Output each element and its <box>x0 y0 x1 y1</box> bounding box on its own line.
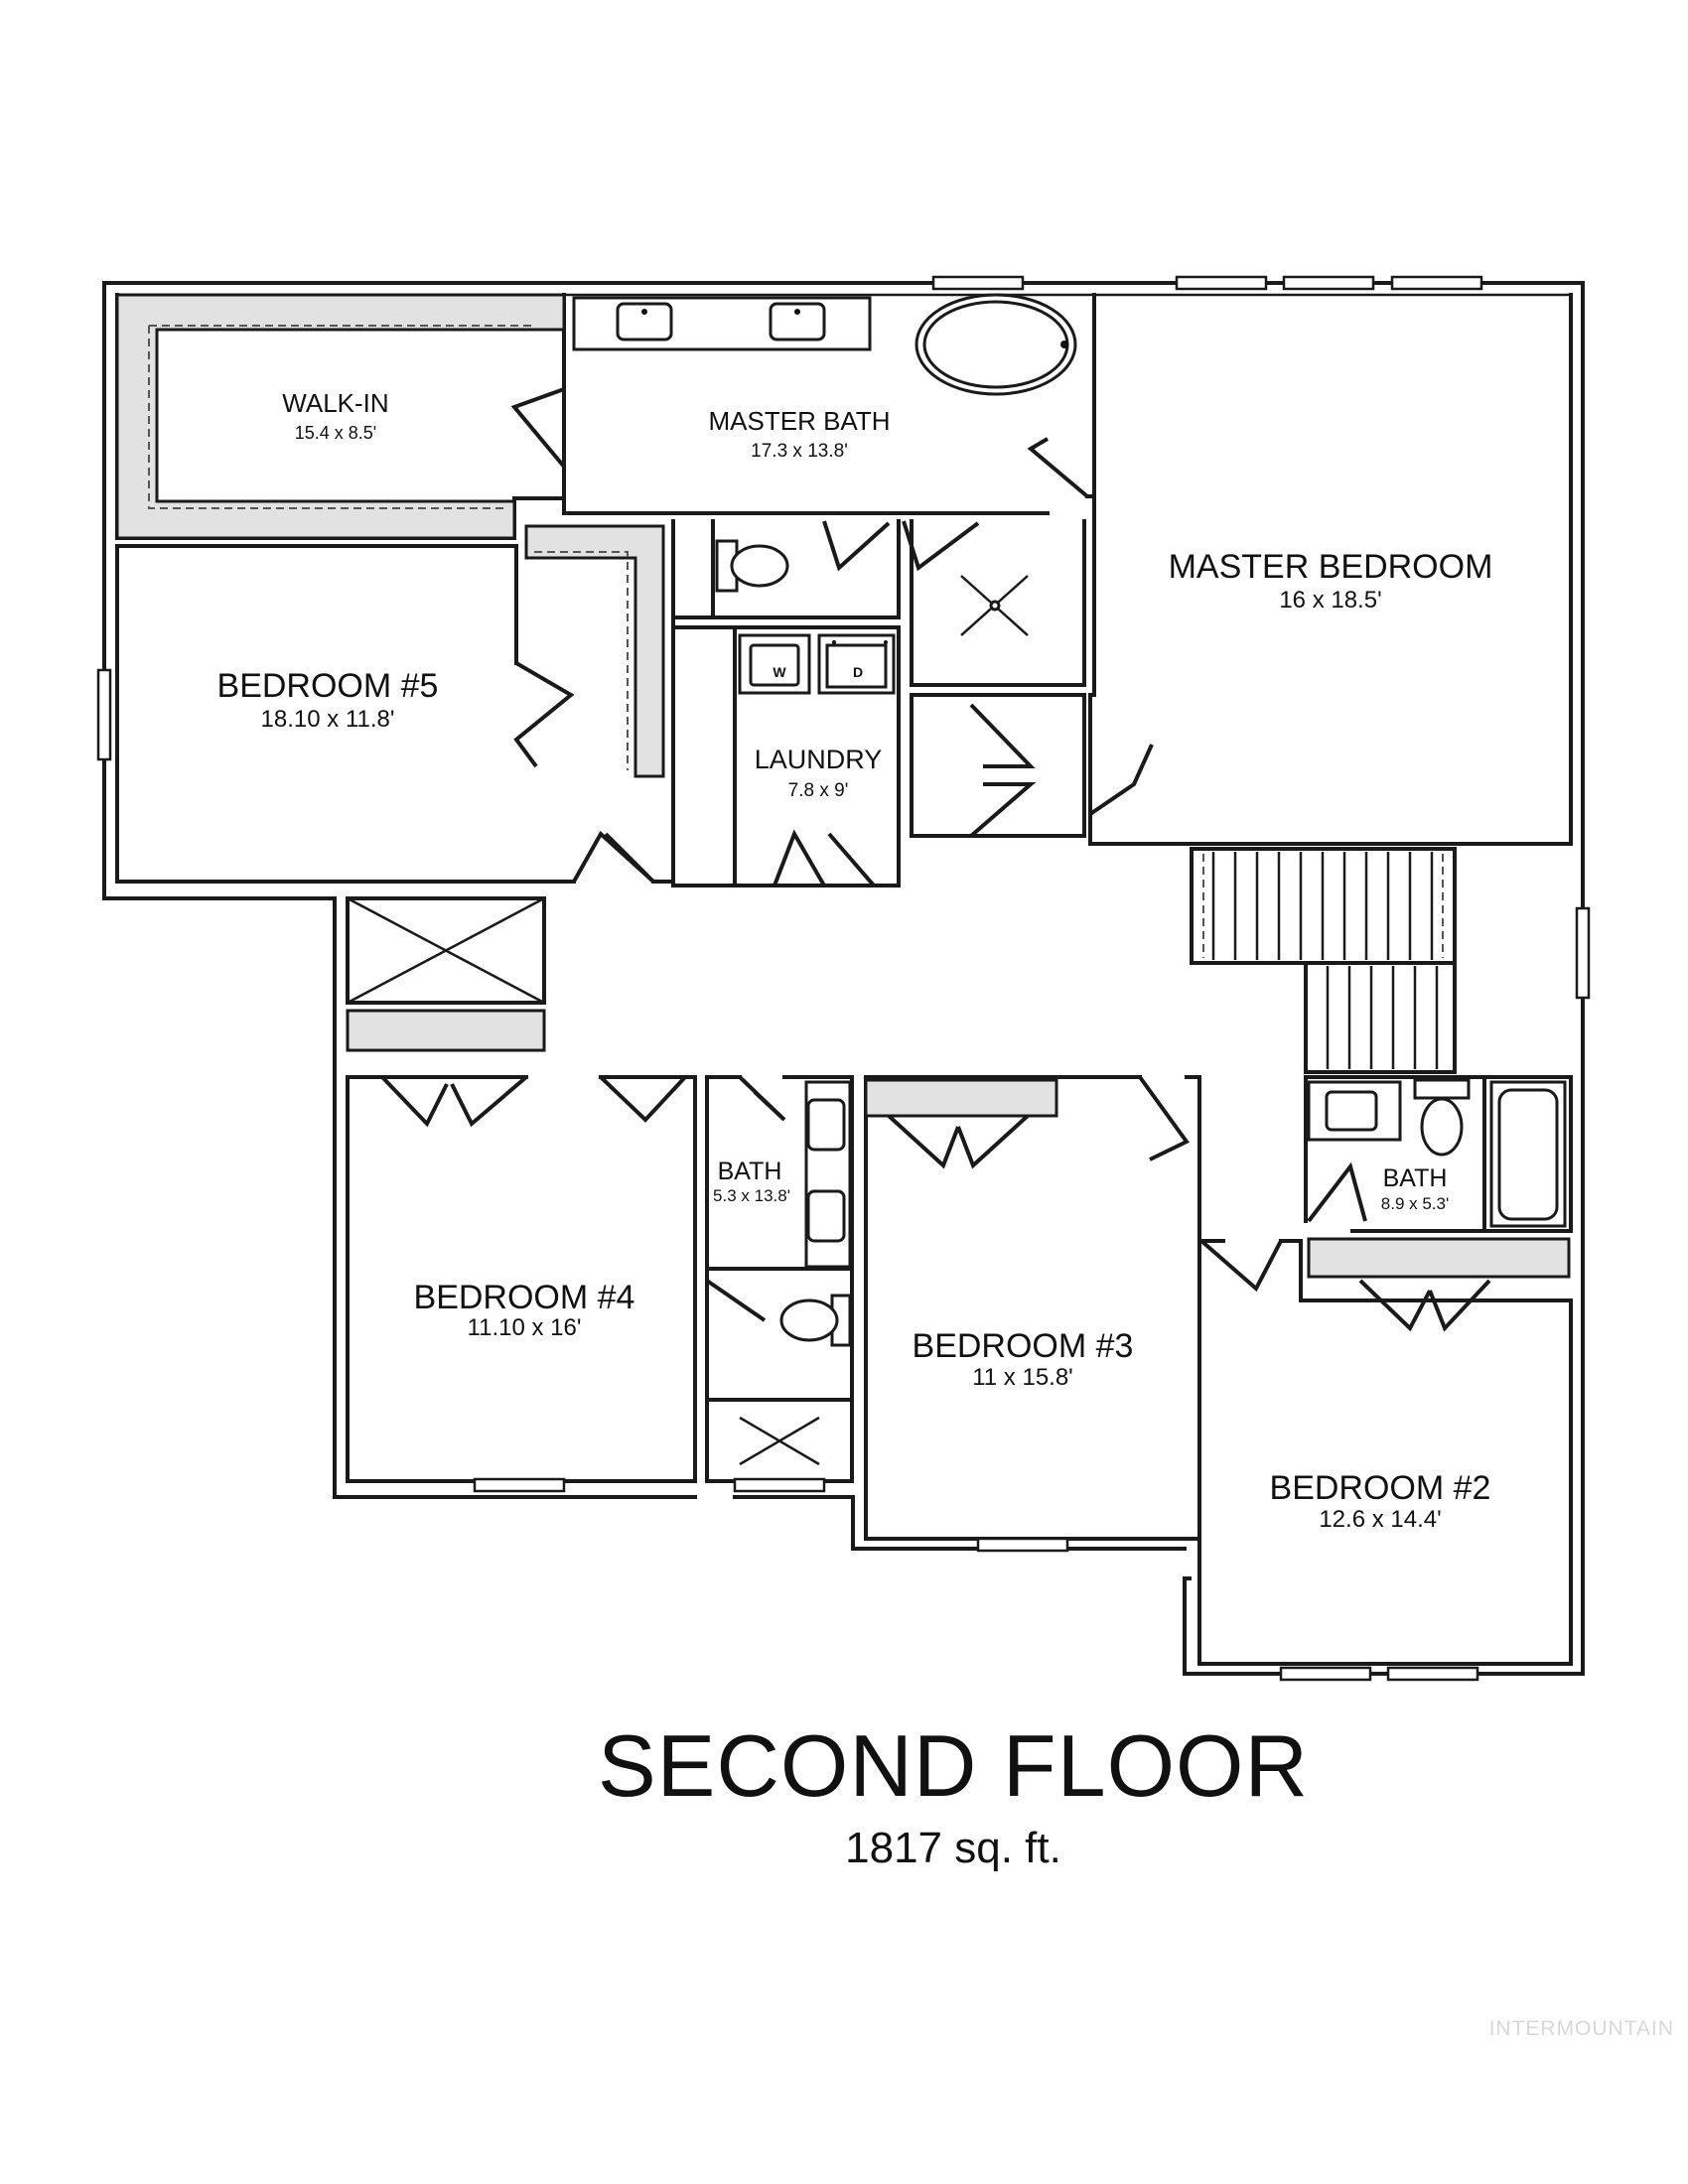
laundry-size: 7.8 x 9' <box>788 780 849 801</box>
bath-right-size: 8.9 x 5.3' <box>1381 1194 1449 1213</box>
window <box>1575 906 1591 1000</box>
master-bath-size: 17.3 x 13.8' <box>751 441 848 462</box>
sink-icon <box>769 302 826 341</box>
fixtures <box>572 293 1567 1466</box>
sink-icon <box>1325 1090 1378 1132</box>
walk-in-name: WALK-IN <box>282 388 388 418</box>
watermark: INTERMOUNTAIN <box>1488 2017 1674 2040</box>
toilet-icon <box>1413 1078 1471 1100</box>
bedroom-2-name: BEDROOM #2 <box>1270 1469 1491 1507</box>
bedroom-2-size: 12.6 x 14.4' <box>1319 1506 1441 1533</box>
stairs <box>1202 852 1444 1069</box>
sink-icon <box>806 1189 846 1243</box>
window <box>1390 275 1483 291</box>
bedroom-4-name: BEDROOM #4 <box>414 1279 635 1316</box>
dryer-label: D <box>853 664 863 680</box>
bath-mid-name: BATH <box>718 1158 782 1185</box>
room-labels: WALK-IN 15.4 x 8.5' MASTER BATH 17.3 x 1… <box>217 388 1493 1533</box>
exterior-walls <box>102 281 1585 1676</box>
sink-icon <box>806 1098 846 1152</box>
bedroom-3-name: BEDROOM #3 <box>913 1327 1134 1365</box>
bedroom-3-size: 11 x 15.8' <box>972 1364 1073 1391</box>
washer-label: W <box>773 664 786 680</box>
window <box>1279 1666 1372 1682</box>
floor-title: SECOND FLOOR <box>597 1716 1310 1815</box>
master-bedroom-size: 16 x 18.5' <box>1279 587 1381 614</box>
closet-shelves <box>115 293 1571 1279</box>
master-bedroom-name: MASTER BEDROOM <box>1169 548 1493 586</box>
window <box>473 1477 566 1493</box>
window <box>976 1537 1069 1553</box>
windows <box>96 275 1591 1682</box>
window <box>1386 1666 1479 1682</box>
master-bath-name: MASTER BATH <box>709 406 891 436</box>
window <box>931 275 1025 291</box>
bath-right-name: BATH <box>1383 1164 1448 1192</box>
bedroom-4-size: 11.10 x 16' <box>468 1314 582 1341</box>
bedroom-5-name: BEDROOM #5 <box>217 667 439 705</box>
bath-mid-size: 5.3 x 13.8' <box>713 1186 790 1205</box>
window <box>1282 275 1375 291</box>
floor-area: 1817 sq. ft. <box>845 1824 1061 1872</box>
window <box>733 1477 826 1493</box>
doors <box>380 387 1491 1332</box>
sink-icon <box>616 302 673 341</box>
laundry-name: LAUNDRY <box>755 745 883 774</box>
window <box>96 668 112 761</box>
shower-drain-icon <box>739 1416 820 1466</box>
bedroom-5-size: 18.10 x 11.8' <box>261 706 395 733</box>
walk-in-size: 15.4 x 8.5' <box>295 423 377 443</box>
window <box>1175 275 1268 291</box>
